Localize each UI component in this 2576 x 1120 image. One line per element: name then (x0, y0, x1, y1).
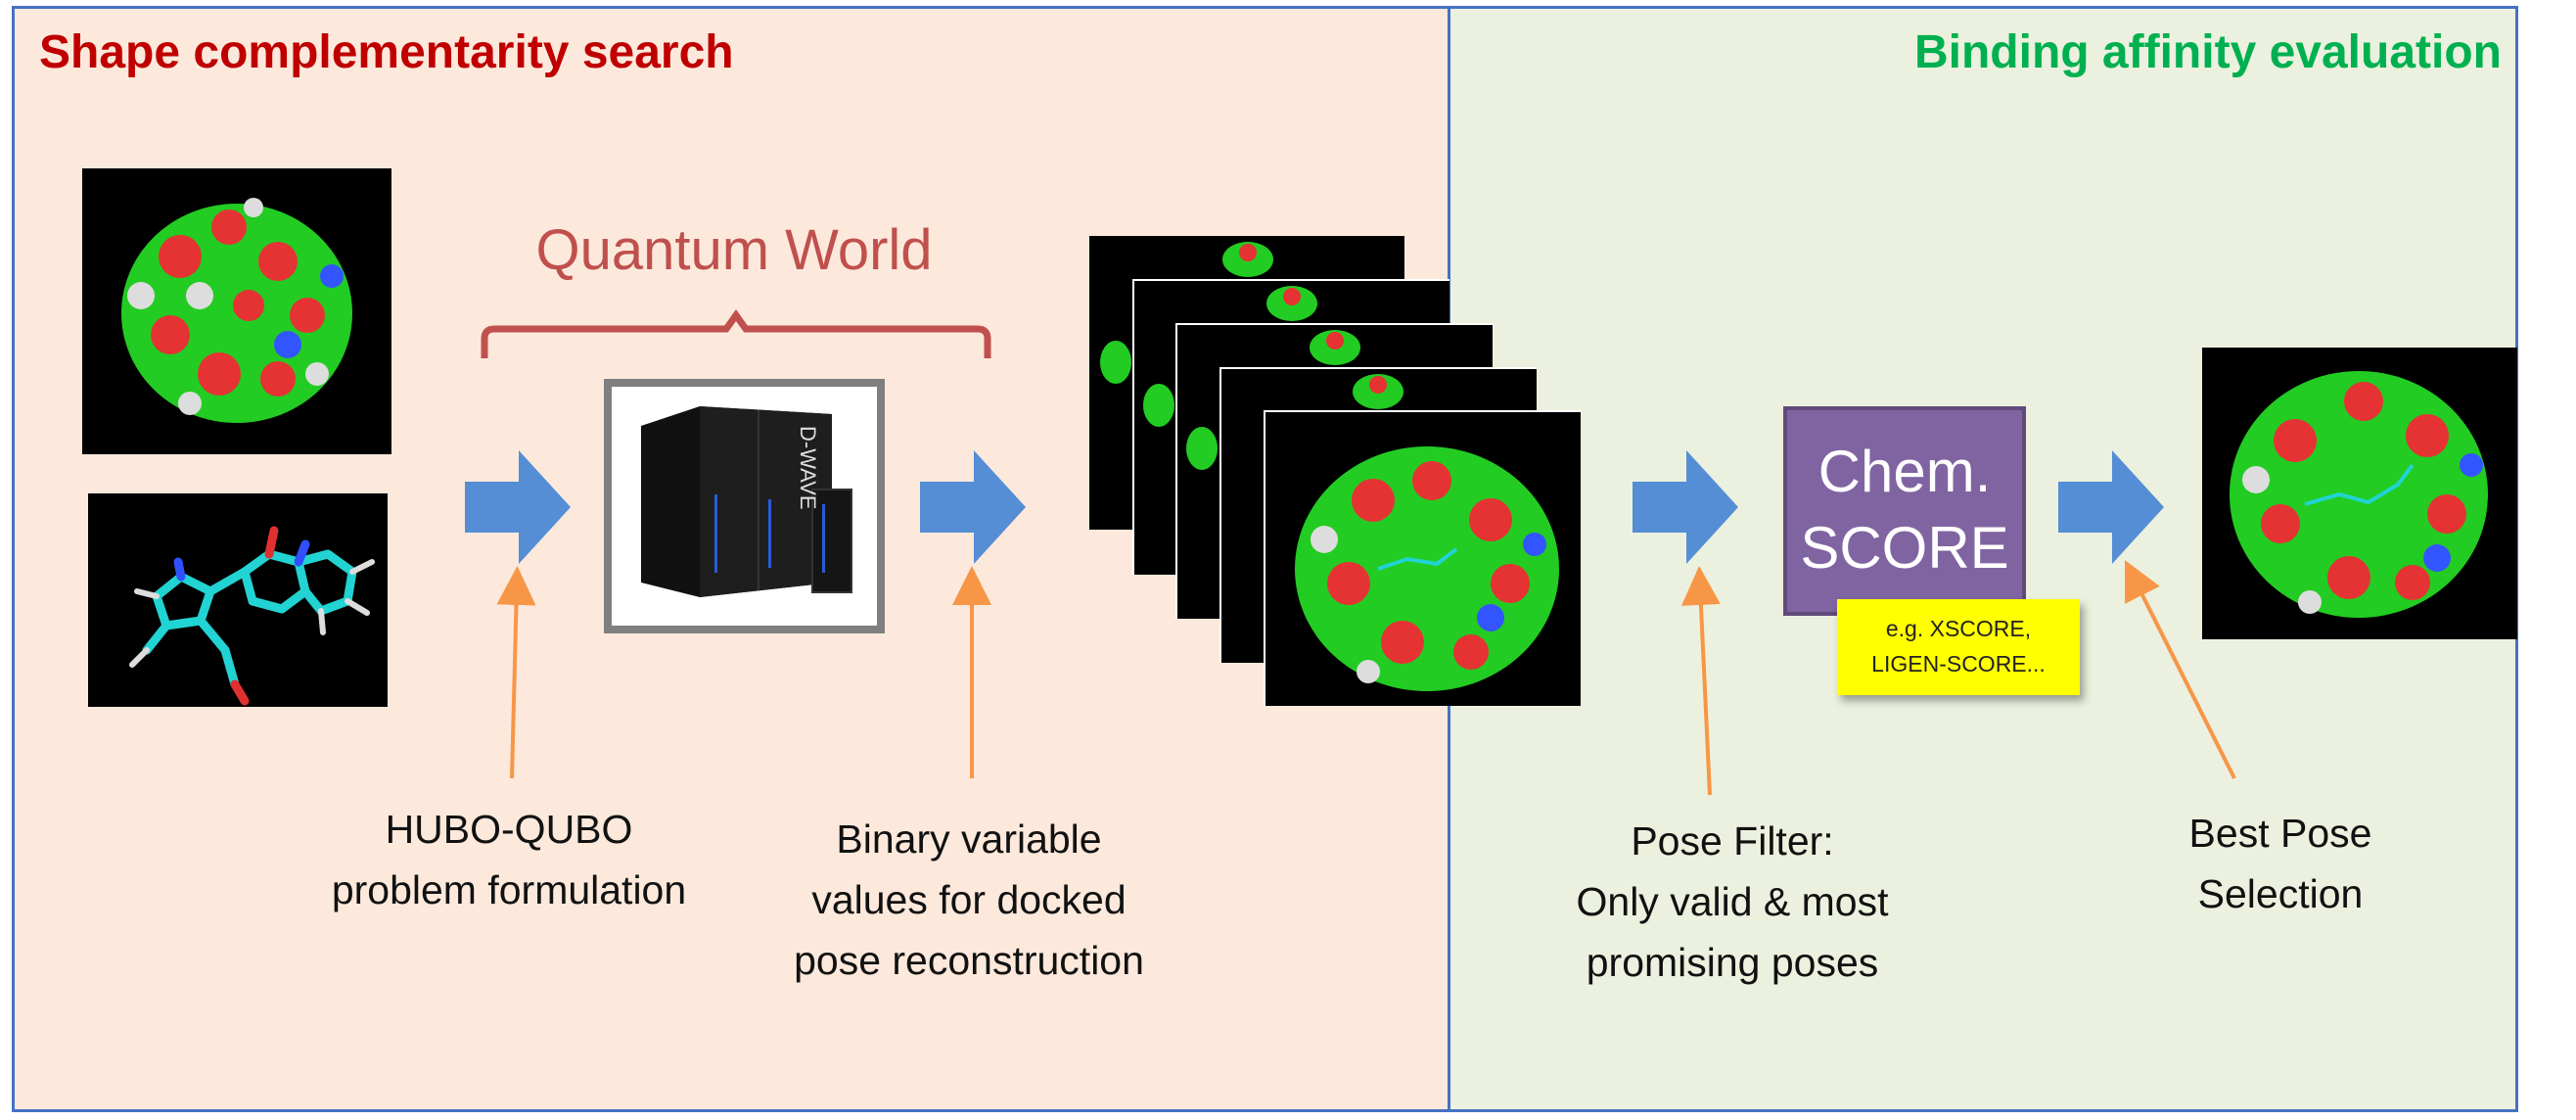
note-line1: e.g. XSCORE, (1885, 616, 2032, 641)
chem-score-line2: SCORE (1800, 515, 2009, 581)
pose-filter-caption-line3: promising poses (1586, 940, 1879, 985)
hubo-caption-line1: HUBO-QUBO (385, 807, 633, 852)
protein-surface-image (82, 168, 391, 454)
pose-filter-caption: Pose Filter: Only valid & most promising… (1517, 811, 1948, 993)
dwave-logo-text: D-WAVE (796, 426, 820, 510)
note-line2: LIGEN-SCORE... (1871, 651, 2046, 677)
chem-score-line1: Chem. (1817, 439, 1992, 504)
binary-caption: Binary variable values for docked pose r… (754, 809, 1184, 991)
hubo-caption-line2: problem formulation (331, 867, 687, 912)
best-pose-image (2202, 348, 2517, 639)
shape-search-title: Shape complementarity search (39, 26, 734, 78)
ligand-structure-image (88, 493, 388, 707)
best-pose-caption-line1: Best Pose (2188, 811, 2372, 856)
binary-caption-line3: pose reconstruction (794, 938, 1144, 983)
flow-arrow-1 (465, 450, 571, 564)
best-pose-caption: Best Pose Selection (2085, 803, 2476, 924)
best-pose-caption-line2: Selection (2197, 871, 2364, 916)
scoring-examples-note: e.g. XSCORE, LIGEN-SCORE... (1837, 599, 2080, 695)
quantum-computer-image: D-WAVE (604, 379, 885, 633)
flow-arrow-3 (1633, 450, 1738, 564)
binary-caption-line1: Binary variable (836, 817, 1102, 862)
pointer-arrow-hubo (496, 566, 536, 779)
binding-affinity-title: Binding affinity evaluation (1913, 26, 2502, 78)
flow-arrow-4 (2058, 450, 2164, 564)
pose-filter-caption-line2: Only valid & most (1576, 879, 1889, 924)
pointer-arrow-pose-filter (1680, 566, 1721, 796)
hubo-caption: HUBO-QUBO problem formulation (289, 799, 729, 920)
pointer-arrow-best-pose (2125, 560, 2236, 779)
binary-caption-line2: values for docked (811, 877, 1127, 922)
pose-filter-caption-line1: Pose Filter: (1631, 818, 1834, 863)
pose-card-5 (1264, 410, 1581, 706)
quantum-world-label: Quantum World (535, 218, 933, 282)
quantum-bracket (481, 308, 991, 358)
flow-arrow-2 (920, 450, 1026, 564)
